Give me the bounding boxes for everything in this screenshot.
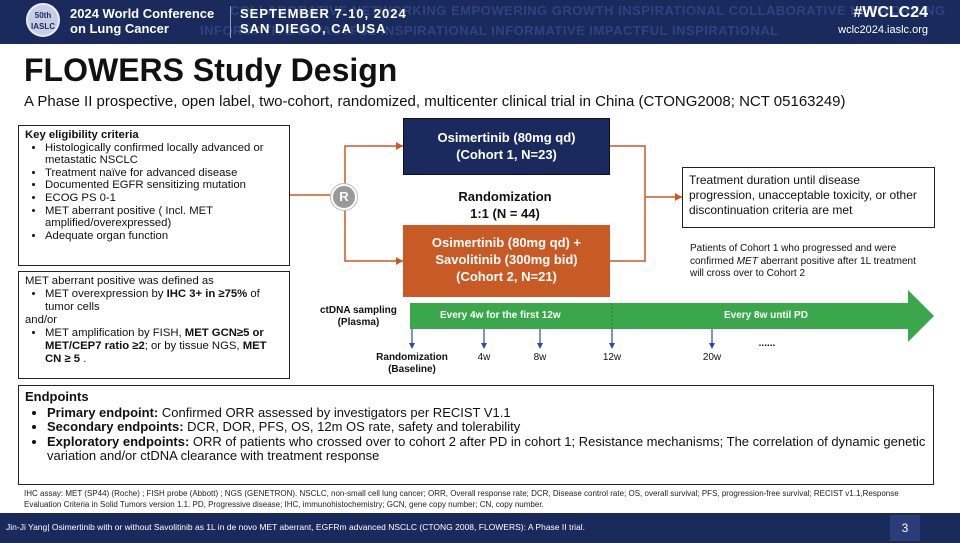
cohort2-treatment2: Savolitinib (300mg bid) (435, 252, 578, 267)
timepoint-baseline: Randomization (Baseline) (372, 352, 452, 376)
dates-line1: SEPTEMBER 7-10, 2024 (240, 6, 407, 21)
treatment-duration-box: Treatment duration until disease progres… (682, 167, 935, 228)
conference-name: 2024 World Conference on Lung Cancer (70, 6, 214, 36)
green-arrow-icon (410, 290, 934, 342)
conference-website: wclc2024.iaslc.org (838, 24, 928, 36)
conference-banner: COLLABORATIVE NETWORKING EMPOWERING GROW… (0, 0, 960, 44)
cohort2-box: Osimertinib (80mg qd) + Savolitinib (300… (403, 225, 610, 297)
tick-arrowhead (481, 343, 487, 349)
slide-title: FLOWERS Study Design (24, 52, 398, 88)
randomization-label: Randomization 1:1 (N = 44) (430, 188, 580, 222)
timeline-ellipsis: ...... (758, 338, 776, 349)
banner-divider (230, 6, 231, 38)
slide-footer: Jin-Ji Yang| Osimertinib with or without… (0, 513, 960, 543)
met-text: MET amplification by FISH, (45, 327, 185, 339)
eligibility-item: Adequate organ function (45, 230, 283, 243)
tick-arrowhead (537, 343, 543, 349)
tick-arrowhead (709, 343, 715, 349)
timepoint-20w: 20w (702, 352, 722, 363)
eligibility-item: MET aberrant positive ( Incl. MET amplif… (45, 205, 283, 230)
endpoints-list: Primary endpoint: Confirmed ORR assessed… (25, 404, 927, 464)
timepoint-4w: 4w (477, 352, 491, 363)
endpoint-text: DCR, DOR, PFS, OS, 12m OS rate, safety a… (183, 419, 521, 434)
ctdna-sampling-label: ctDNA sampling (Plasma) (320, 305, 397, 329)
cohort2-label: (Cohort 2, N=21) (456, 269, 557, 284)
endpoint-text: ORR of patients who crossed over to coho… (47, 433, 926, 463)
randomization-line1: Randomization (458, 189, 552, 204)
met-amplification-list: MET amplification by FISH, MET GCN≥5 or … (25, 327, 283, 366)
met-overexpression-item: MET overexpression by IHC 3+ in ≥75% of … (45, 288, 283, 314)
randomization-ratio: 1:1 (N = 44) (470, 206, 540, 221)
met-text: of tumor cells (45, 288, 260, 313)
eligibility-item: Histologically confirmed locally advance… (45, 142, 283, 167)
ctdna-line1: ctDNA sampling (320, 305, 397, 316)
met-threshold: MET CN ≥ 5 (45, 340, 267, 365)
connector-line (610, 145, 646, 262)
met-threshold: IHC 3+ in ≥75% (166, 288, 248, 300)
met-text: MET overexpression by (45, 288, 167, 300)
endpoint-label: Exploratory endpoints: (47, 433, 190, 449)
abbreviations-footnote: IHC assay: MET (SP44) (Roche) ; FISH pro… (24, 489, 899, 509)
endpoint-text: Confirmed ORR assessed by investigators … (158, 404, 511, 420)
tick-arrowhead (609, 343, 615, 349)
eligibility-item: ECOG PS 0-1 (45, 192, 283, 205)
timeline-segment1: Every 4w for the first 12w (440, 310, 561, 321)
primary-endpoint: Primary endpoint: Confirmed ORR assessed… (47, 404, 927, 421)
timepoint-12w: 12w (602, 352, 622, 363)
crossover-met: MET (736, 255, 758, 267)
conference-dates: SEPTEMBER 7-10, 2024 SAN DIEGO, CA USA (240, 6, 407, 36)
exploratory-endpoints: Exploratory endpoints: ORR of patients w… (47, 433, 927, 464)
endpoint-label: Primary endpoint: (47, 404, 159, 420)
conference-line2: on Lung Cancer (70, 21, 169, 36)
crossover-note: Patients of Cohort 1 who progressed and … (690, 243, 930, 281)
hashtag: #WCLC24 (853, 4, 928, 21)
met-threshold: MET GCN≥5 or MET/CEP7 ratio ≥2 (45, 327, 264, 352)
eligibility-list: Histologically confirmed locally advance… (25, 142, 283, 243)
arrowhead (675, 193, 682, 201)
andor-label: and/or (25, 314, 58, 326)
connector-line (344, 195, 403, 262)
baseline-line2: (Baseline) (388, 364, 436, 375)
cohort1-treatment: Osimertinib (80mg qd) (437, 130, 576, 145)
endpoints-header: Endpoints (25, 389, 89, 404)
timepoint-8w: 8w (533, 352, 547, 363)
endpoints-box: Endpoints Primary endpoint: Confirmed OR… (18, 385, 934, 485)
arrowhead (396, 257, 403, 265)
cohort1-label: (Cohort 1, N=23) (456, 147, 557, 162)
baseline-line1: Randomization (376, 352, 448, 363)
met-amplification-item: MET amplification by FISH, MET GCN≥5 or … (45, 327, 283, 366)
iaslc-logo: 50th IASLC (26, 3, 60, 37)
secondary-endpoints: Secondary endpoints: DCR, DOR, PFS, OS, … (47, 419, 927, 435)
arrowhead (396, 142, 403, 150)
randomization-r-icon: R (331, 184, 357, 210)
eligibility-header: Key eligibility criteria (25, 129, 139, 141)
met-definition-list: MET overexpression by IHC 3+ in ≥75% of … (25, 288, 283, 314)
ctdna-line2: (Plasma) (337, 317, 380, 328)
presenter-citation: Jin-Ji Yang| Osimertinib with or without… (6, 522, 586, 532)
cohort2-treatment: Osimertinib (80mg qd) + (431, 235, 582, 250)
met-text: . (80, 353, 87, 365)
slide-subtitle: A Phase II prospective, open label, two-… (24, 93, 846, 110)
eligibility-item: Treatment naïve for advanced disease (45, 167, 283, 180)
crossover-text: Patients of Cohort 1 who progressed and … (690, 243, 897, 267)
banner-watermark-row2: INFORMATIVE IMPACTFUL INSPIRATIONAL INFO… (200, 23, 779, 38)
met-definition-box: MET aberrant positive was defined as MET… (18, 271, 290, 379)
met-definition-intro: MET aberrant positive was defined as (25, 275, 214, 287)
eligibility-criteria-box: Key eligibility criteria Histologically … (18, 125, 290, 266)
met-text: ; or by tissue NGS, (144, 340, 243, 352)
page-number: 3 (890, 515, 920, 541)
banner-watermark-row1: COLLABORATIVE NETWORKING EMPOWERING GROW… (230, 3, 946, 18)
tick-arrowhead (409, 343, 415, 349)
dates-line2: SAN DIEGO, CA USA (240, 21, 387, 36)
cohort1-box: Osimertinib (80mg qd) (Cohort 1, N=23) (403, 118, 610, 175)
conference-line1: 2024 World Conference (70, 6, 215, 21)
crossover-text: aberrant positive after 1L treatment wil… (690, 255, 916, 280)
endpoint-label: Secondary endpoints: (47, 419, 184, 434)
timeline-segment2: Every 8w until PD (724, 310, 808, 321)
eligibility-item: Documented EGFR sensitizing mutation (45, 179, 283, 192)
